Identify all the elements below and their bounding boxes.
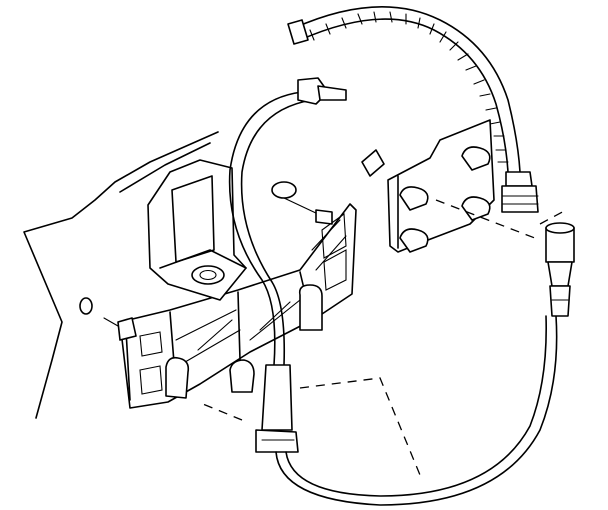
upper-support-bracket: [147, 159, 247, 301]
lower-cable-loop: [275, 315, 558, 506]
bracket-clips: [165, 284, 323, 399]
grommet: [271, 181, 333, 225]
speedometer-cable: [228, 77, 347, 453]
cable-connector-end: [545, 222, 575, 317]
body-panel: [23, 131, 219, 419]
alignment-lines: [197, 199, 567, 476]
corrugated-conduit: [293, 5, 539, 213]
conduit-fitting: [287, 19, 309, 45]
right-clip-bracket: [361, 119, 495, 253]
fastener-bolt: [79, 297, 137, 341]
